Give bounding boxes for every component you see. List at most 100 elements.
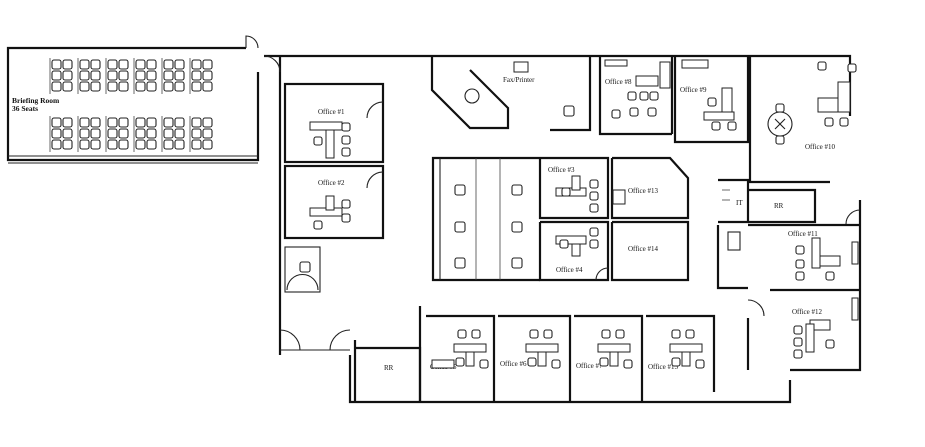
chair: [847, 63, 857, 73]
chair: [611, 109, 621, 119]
chair: [51, 128, 62, 139]
desk: [431, 359, 455, 369]
chair: [695, 359, 705, 369]
desk: [721, 87, 733, 113]
outer-walls: [263, 54, 862, 404]
chair: [107, 139, 118, 150]
chair: [191, 59, 202, 70]
chair: [174, 128, 185, 139]
office-7-label: Office #7: [576, 362, 603, 370]
briefing-room: Briefing Room 36 Seats: [6, 35, 260, 164]
chair: [313, 136, 323, 146]
chair: [62, 139, 73, 150]
desk: [609, 351, 619, 367]
office-12: Office #12: [746, 299, 822, 370]
chair: [793, 337, 803, 347]
chair: [202, 59, 213, 70]
chair: [135, 59, 146, 70]
chair: [727, 121, 737, 131]
chair: [202, 139, 213, 150]
chair: [174, 81, 185, 92]
office-10: Office #10: [748, 56, 835, 184]
chair: [146, 128, 157, 139]
chair: [685, 329, 695, 339]
desk: [604, 59, 628, 67]
chair: [561, 187, 571, 197]
chair: [191, 139, 202, 150]
chair: [51, 59, 62, 70]
chair: [627, 91, 637, 101]
desk: [571, 175, 581, 191]
chair: [599, 357, 609, 367]
office-13: Office #13: [610, 156, 690, 220]
chair: [118, 117, 129, 128]
chair: [163, 59, 174, 70]
desk: [555, 187, 587, 197]
office-9: Office #9: [673, 56, 750, 144]
it-label: IT: [736, 199, 743, 207]
chair: [511, 221, 523, 233]
office-10-label: Office #10: [805, 143, 835, 151]
chair: [62, 81, 73, 92]
chair: [589, 239, 599, 249]
chair: [79, 128, 90, 139]
chair: [146, 81, 157, 92]
chair: [202, 128, 213, 139]
chair: [563, 105, 575, 117]
office-2-label: Office #2: [318, 179, 345, 187]
chair: [79, 117, 90, 128]
chair: [795, 245, 805, 255]
briefing-seats: [49, 58, 213, 152]
fax-printer-label: Fax/Printer: [503, 76, 535, 84]
chair: [202, 70, 213, 81]
chair: [559, 239, 569, 249]
chair: [511, 257, 523, 269]
chair: [454, 257, 466, 269]
chair: [824, 117, 834, 127]
office-11: Office #11: [748, 209, 861, 292]
office-5: Office #5: [418, 306, 496, 402]
chair: [341, 135, 351, 145]
chair: [795, 259, 805, 269]
chair: [51, 117, 62, 128]
chair: [62, 117, 73, 128]
desk: [837, 81, 851, 113]
rr-bottom: RR: [353, 340, 422, 402]
chair: [615, 329, 625, 339]
chair: [543, 329, 553, 339]
chair: [146, 117, 157, 128]
storage-area: [284, 246, 321, 293]
chair: [118, 81, 129, 92]
chair: [529, 329, 539, 339]
chair: [341, 199, 351, 209]
chair: [135, 81, 146, 92]
desk: [525, 343, 559, 353]
chair: [191, 81, 202, 92]
chair: [629, 107, 639, 117]
chair: [775, 135, 785, 145]
chair: [90, 70, 101, 81]
office-15: Office #15: [646, 314, 716, 392]
chair: [527, 357, 537, 367]
desk: [537, 351, 547, 367]
chair: [62, 59, 73, 70]
chair: [589, 179, 599, 189]
chair: [825, 339, 835, 349]
chair: [79, 70, 90, 81]
chair: [601, 329, 611, 339]
chair: [118, 128, 129, 139]
chair: [793, 349, 803, 359]
chair: [341, 213, 351, 223]
office-2: Office #2: [283, 164, 385, 240]
chair: [671, 329, 681, 339]
desk: [669, 343, 703, 353]
desk: [817, 255, 841, 267]
chair: [90, 59, 101, 70]
office-11-label: Office #11: [788, 230, 818, 238]
desk: [635, 75, 659, 87]
chair: [118, 59, 129, 70]
office-3: Office #3: [538, 156, 610, 220]
chair: [313, 220, 323, 230]
office-15-label: Office #15: [648, 363, 678, 371]
